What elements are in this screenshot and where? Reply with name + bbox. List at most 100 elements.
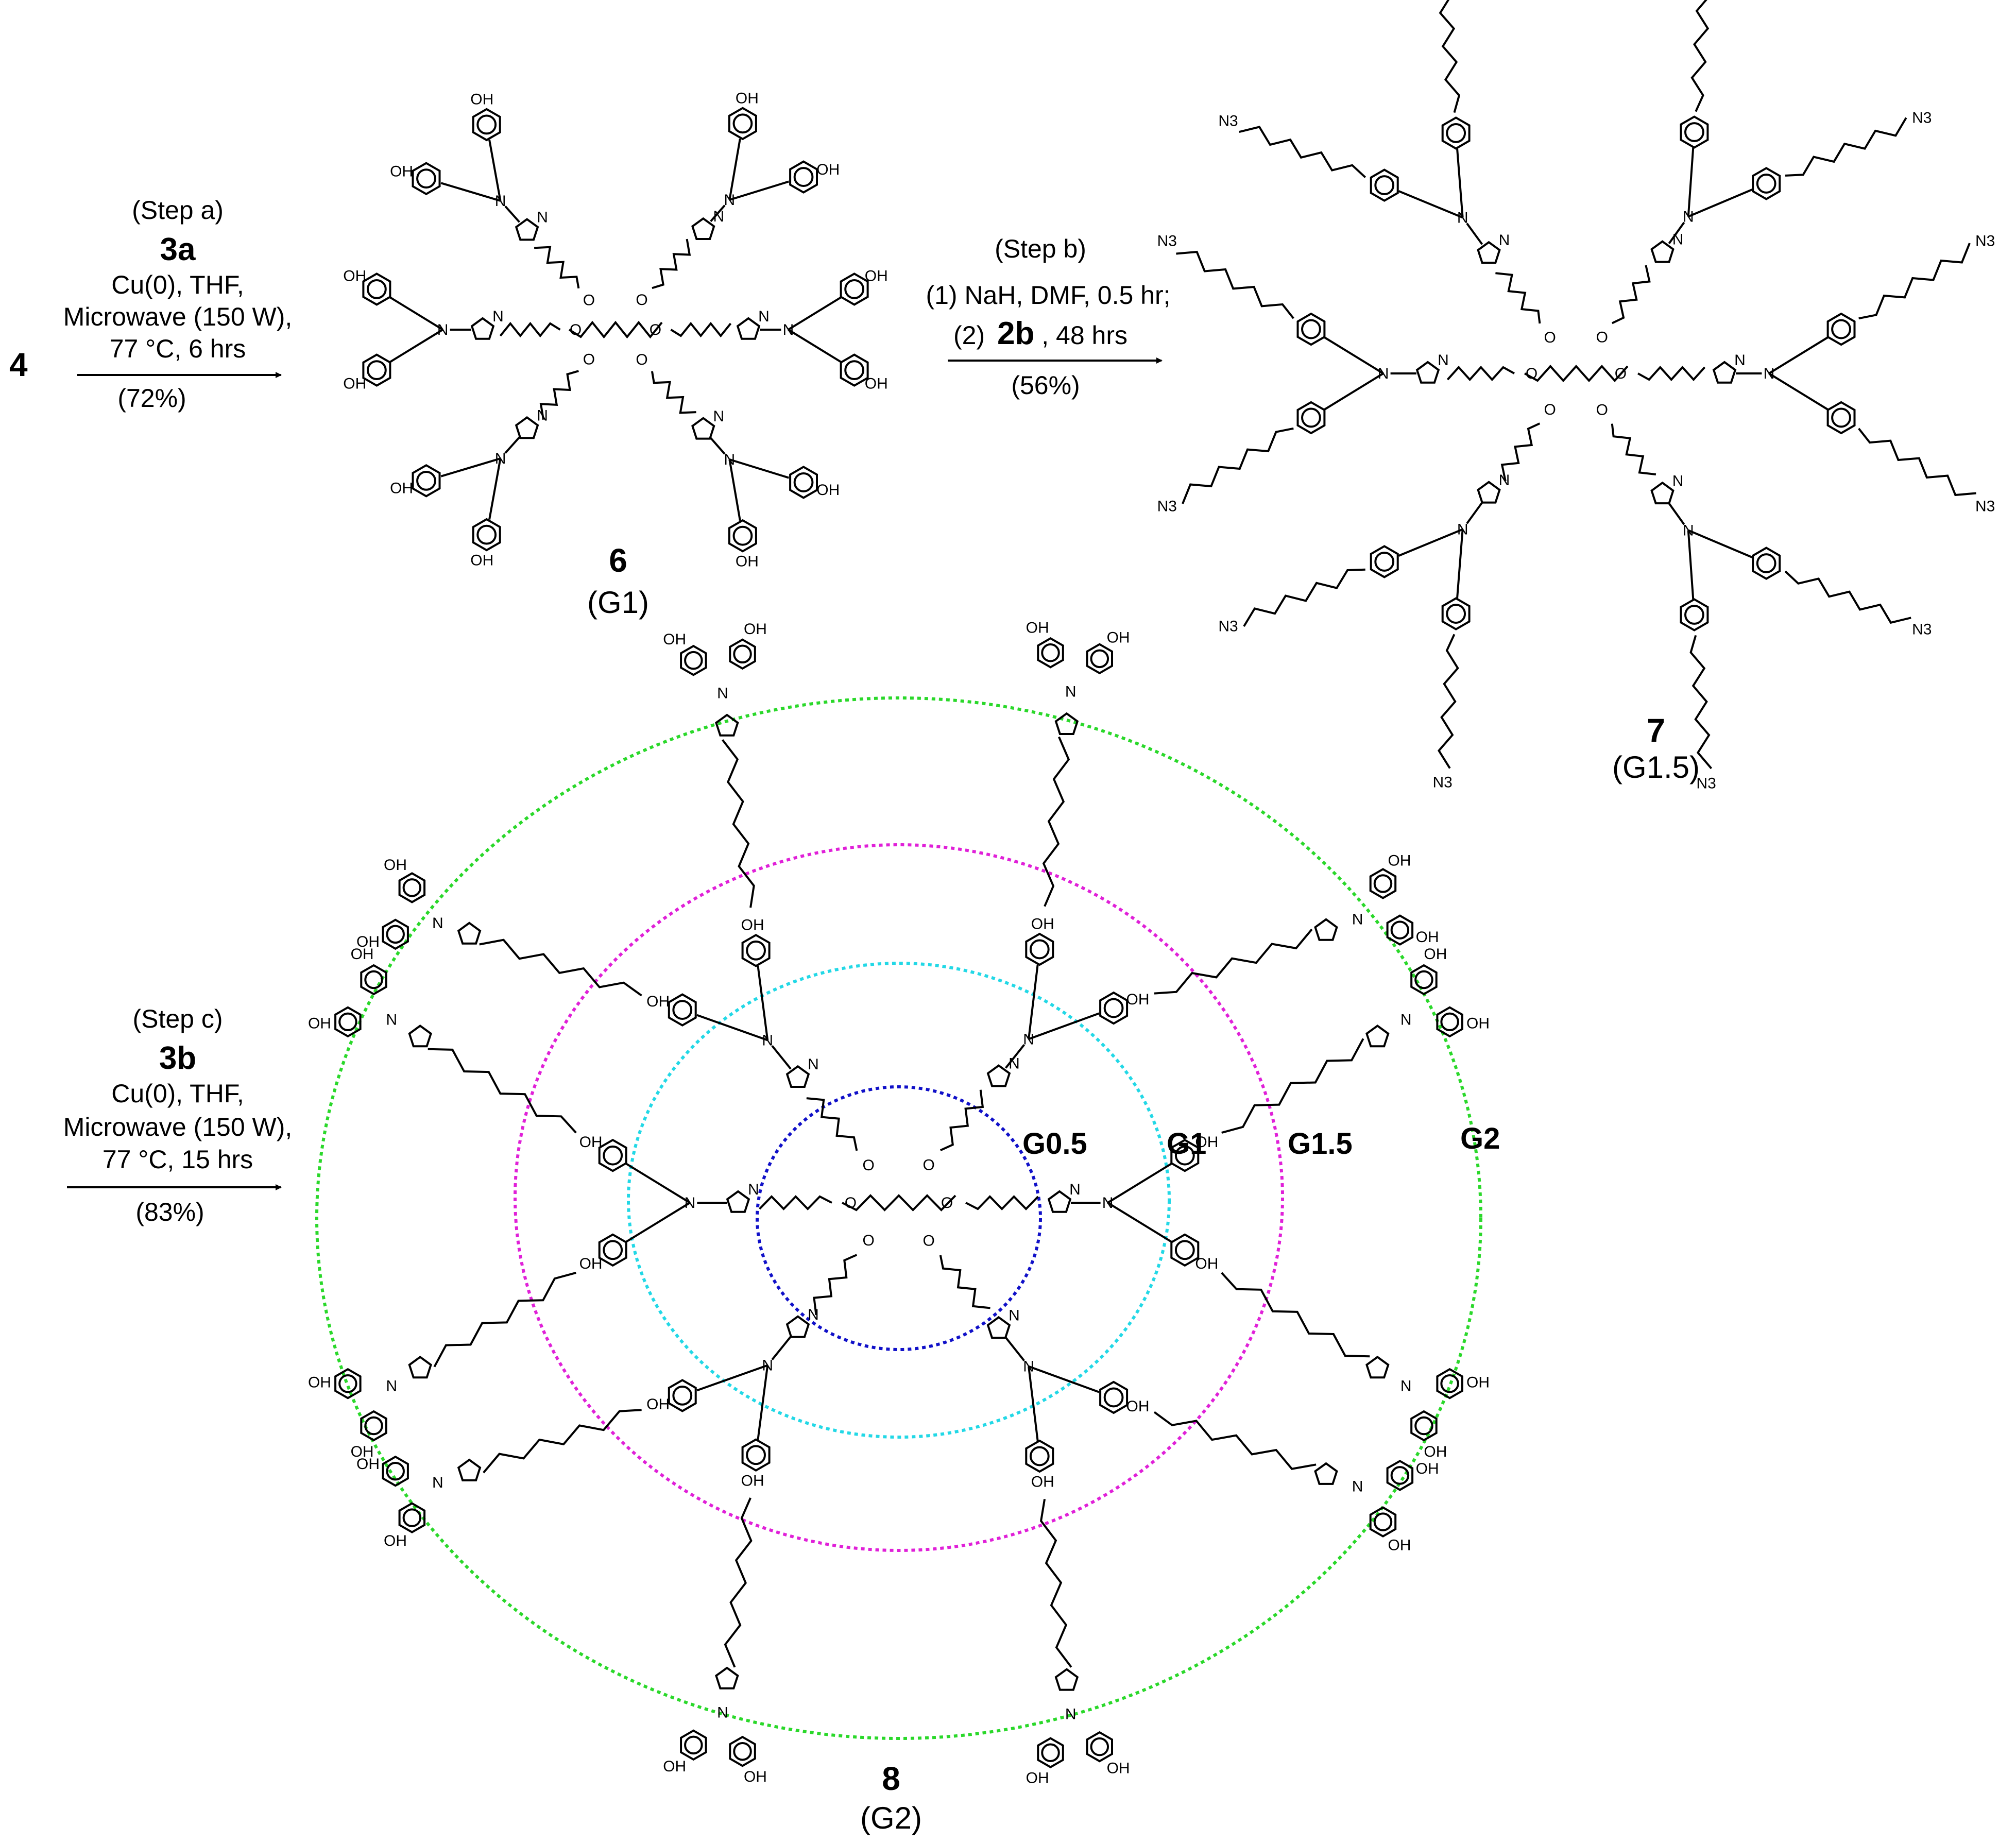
benzyl-bond [1323,372,1384,411]
step-b-label: (Step b) [995,234,1086,263]
aromatic-circle [1440,1374,1459,1393]
benzyl-bond [1687,147,1695,217]
benzene-ring [362,353,391,387]
triazole-ring [1477,481,1501,504]
aromatic-circle [672,1386,693,1406]
atom-label-nitrogen: N [1499,472,1510,489]
atom-label-nitrogen: N [386,1377,397,1394]
benzene-ring [1086,1731,1113,1763]
atom-label-hydroxyl: OH [1026,1770,1049,1787]
atom-label-hydroxyl: OH [1416,1460,1439,1477]
atom-label-hydroxyl: OH [351,946,374,963]
step-c-yield: (83%) [135,1198,204,1226]
chain-bond [670,321,732,338]
aromatic-circle [476,524,497,545]
step-b-line1: (1) NaH, DMF, 0.5 hr; [926,281,1170,310]
atom-label-nitrogen: N [713,208,724,225]
triazole-ring [408,1356,432,1379]
benzene-ring [789,466,818,499]
atom-label-hydroxyl: OH [646,1396,670,1413]
atom-label-oxygen: O [1596,401,1608,418]
linker-bond [710,204,726,222]
benzyl-bond [1028,1366,1039,1441]
benzyl-bond [1028,964,1039,1039]
atom-label-nitrogen: N [808,1056,819,1073]
benzene-ring [1296,312,1326,346]
benzene-ring [412,464,441,498]
aromatic-circle [1090,1737,1109,1756]
compound-8-generation: (G2) [860,1801,922,1835]
chain-bond [1689,635,1713,770]
aromatic-circle [732,113,753,134]
atom-label-hydroxyl: OH [865,376,888,393]
benzene-ring [1752,547,1781,580]
benzyl-bond [729,458,789,479]
generation-rings [315,696,1482,1740]
benzene-ring [1752,167,1781,200]
atom-label-nitrogen: N [1457,209,1468,226]
compound-7-generation: (G1.5) [1612,750,1700,784]
chain-bond [813,1254,858,1316]
benzyl-bond [1028,1365,1100,1393]
chain-bond [1176,250,1294,319]
step-c-line3: 77 °C, 15 hrs [102,1145,253,1174]
step-a-conditions: (Step a) 3a Cu(0), THF, Microwave (150 W… [63,196,293,413]
atom-label-hydroxyl: OH [1107,629,1130,646]
benzene-ring [840,272,869,306]
atom-label-azide: N3 [1157,233,1177,250]
atom-label-hydroxyl: OH [1388,1537,1411,1554]
atom-label-nitrogen: N [1683,208,1694,225]
step-c-reagent: 3b [159,1040,196,1076]
benzyl-bond [729,180,789,201]
step-a-yield: (72%) [117,384,186,413]
triazole-ring [986,1064,1011,1087]
step-b-yield: (56%) [1011,371,1080,400]
atom-label-oxygen: O [863,1232,875,1249]
atom-label-hydroxyl: OH [1424,946,1447,963]
atom-label-hydroxyl: OH [384,1532,407,1549]
benzene-ring [1436,1368,1463,1400]
atom-label-hydroxyl: OH [384,857,407,874]
aromatic-circle [1414,1416,1433,1436]
compound-7-number: 7 [1647,712,1665,749]
benzyl-bond [389,296,443,331]
chain-bond [965,1195,1039,1210]
atom-label-nitrogen: N [432,1474,443,1491]
atom-label-nitrogen: N [1352,1478,1363,1495]
atom-label-hydroxyl: OH [308,1015,331,1032]
triazole-ring [715,713,739,737]
atom-label-nitrogen: N [1672,472,1684,489]
benzene-ring [360,1410,387,1442]
triazole-ring [691,417,715,440]
atom-label-hydroxyl: OH [1107,1760,1130,1777]
triazole-ring [1365,1356,1390,1379]
benzyl-bond [440,457,501,477]
step-b-reagent: 2b [997,316,1034,351]
atom-label-nitrogen: N [1499,232,1510,249]
atom-label-hydroxyl: OH [816,482,840,499]
benzene-ring [1370,545,1399,578]
triazole-ring [1047,1190,1072,1213]
aromatic-circle [684,651,703,670]
benzyl-bond [440,182,501,202]
chain-bond [806,1097,858,1151]
step-b-line2-prefix: (2) [953,321,985,350]
atom-label-hydroxyl: OH [308,1374,331,1391]
benzene-ring [1025,1439,1054,1473]
atom-label-oxygen: O [636,351,647,368]
benzene-ring [1826,312,1856,346]
aromatic-circle [1374,552,1395,572]
benzyl-bond [696,1014,768,1042]
aromatic-circle [1374,175,1395,195]
atom-label-azide: N3 [1912,621,1932,638]
linker-bond [1668,502,1685,525]
atom-label-hydroxyl: OH [470,552,493,569]
triazole-ring [1314,1462,1338,1485]
aromatic-circle [1756,553,1776,573]
benzyl-bond [696,1364,768,1392]
benzene-ring [398,872,426,903]
aromatic-circle [733,1742,752,1761]
atom-label-hydroxyl: OH [343,267,366,284]
triazole-ring [1054,1668,1079,1691]
